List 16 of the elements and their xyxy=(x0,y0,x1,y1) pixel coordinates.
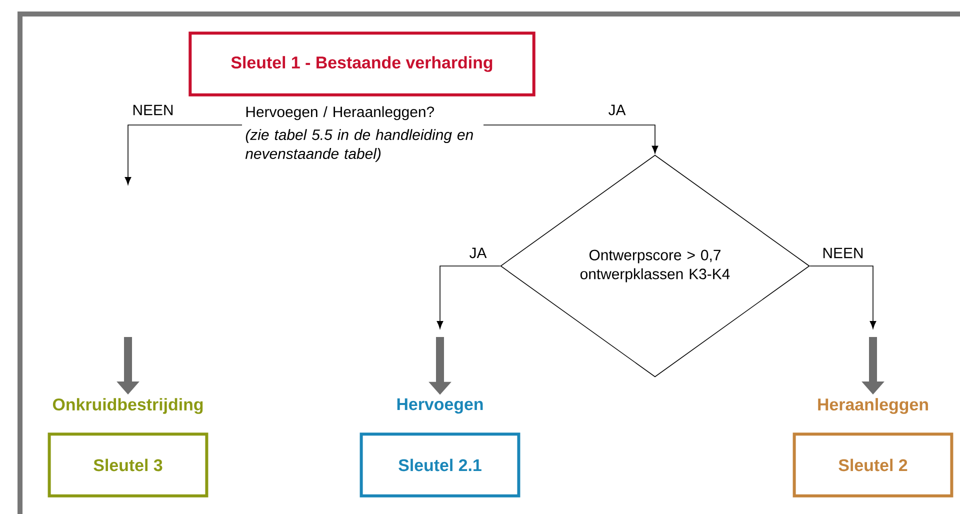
arrow xyxy=(124,124,242,185)
edge-label: NEEN xyxy=(133,104,173,116)
edge-label: JA xyxy=(470,248,487,258)
key-box: Sleutel 2 xyxy=(792,432,954,498)
edge-label: JA xyxy=(608,104,626,116)
key-box: Sleutel 3 xyxy=(48,432,208,498)
arrow xyxy=(809,266,876,329)
arrow xyxy=(483,124,658,154)
edge-label: NEEN xyxy=(823,248,863,258)
outcome-heading: Hervoegen xyxy=(397,398,483,414)
key-box: Sleutel 2.1 xyxy=(360,432,520,498)
outcome-heading: Onkruidbestrijding xyxy=(52,398,203,414)
outcome-heading: Heraanleggen xyxy=(818,398,928,414)
question-text: Hervoegen / Heraanleggen? (zie tabel 5.5 in de handleiding en nevenstaande tabel) xyxy=(245,106,473,162)
arrow xyxy=(436,266,501,329)
title-box: Sleutel 1 - Bestaande verharding xyxy=(188,32,536,96)
